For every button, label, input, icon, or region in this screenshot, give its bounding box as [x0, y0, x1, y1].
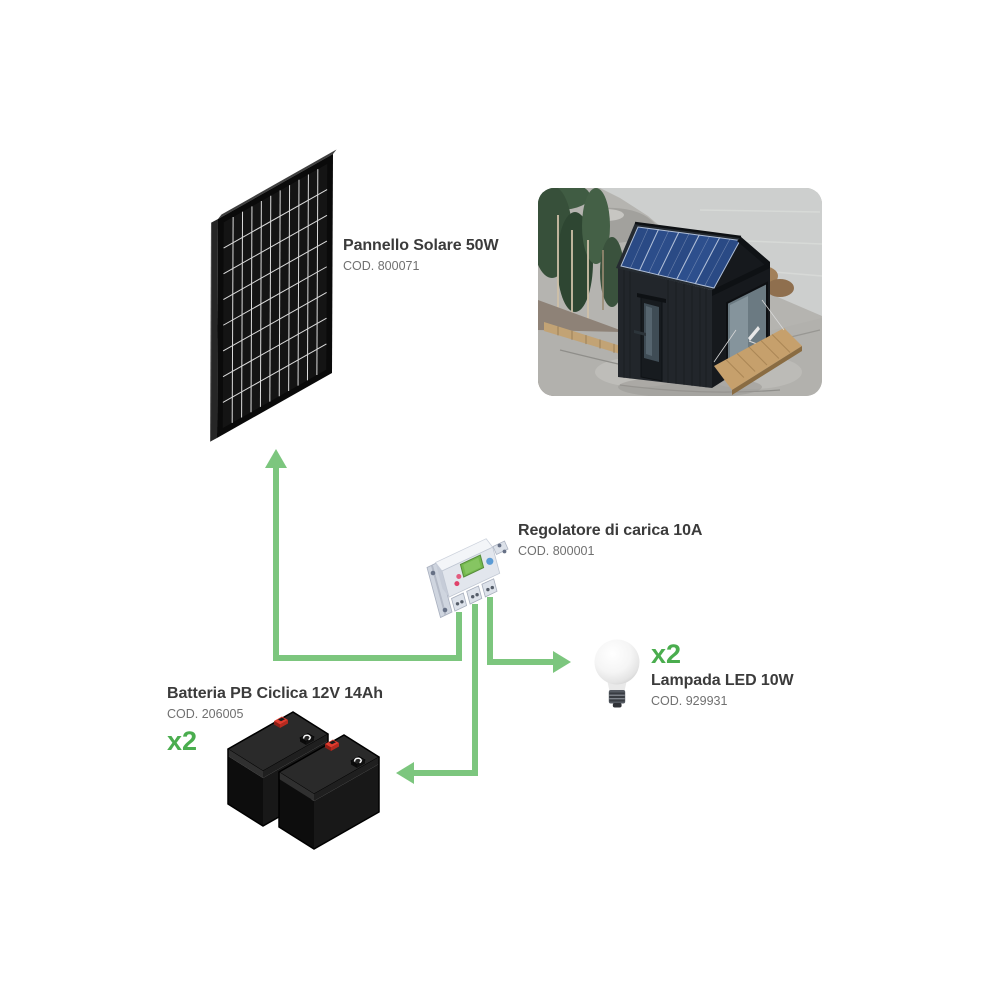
cabin	[616, 221, 802, 396]
wiring	[265, 449, 571, 784]
panel-title: Pannello Solare 50W	[343, 237, 499, 254]
roof-solar-panels	[620, 226, 741, 289]
arrow-regulator-to-panel	[265, 449, 462, 661]
cabin-photo	[538, 188, 822, 396]
solar-panel-illustration	[211, 150, 337, 442]
battery-title: Batteria PB Ciclica 12V 14Ah	[167, 685, 383, 702]
arrowhead-up-icon	[265, 449, 287, 468]
battery-code: COD. 206005	[167, 707, 244, 721]
fold-down-deck	[713, 299, 802, 395]
arrow-regulator-to-lamp	[487, 597, 571, 673]
panel-label: Pannello Solare 50W COD. 800071	[343, 236, 499, 273]
trees	[538, 188, 624, 330]
led-bulb-illustration	[594, 639, 640, 708]
regulator-code: COD. 800001	[518, 544, 595, 558]
regulator-button	[486, 557, 494, 565]
arrow-regulator-to-battery	[396, 604, 478, 784]
panel-code: COD. 800071	[343, 259, 420, 273]
regulator-led-1	[456, 574, 462, 579]
arrowhead-right-icon	[553, 651, 571, 673]
lamp-code: COD. 929931	[651, 694, 728, 708]
charge-regulator-illustration	[426, 538, 509, 619]
battery-label: Batteria PB Ciclica 12V 14Ah COD. 206005…	[167, 684, 383, 755]
battery-quantity: x2	[167, 725, 198, 756]
regulator-terminals	[451, 578, 498, 612]
lamp-quantity: x2	[651, 639, 682, 669]
regulator-label: Regolatore di carica 10A COD. 800001	[518, 521, 702, 558]
regulator-led-2	[454, 581, 460, 587]
lamp-label: x2 Lampada LED 10W COD. 929931	[651, 641, 794, 708]
regulator-title: Regolatore di carica 10A	[518, 522, 703, 539]
arrowhead-left-icon	[396, 762, 414, 784]
lamp-title: Lampada LED 10W	[651, 672, 794, 689]
